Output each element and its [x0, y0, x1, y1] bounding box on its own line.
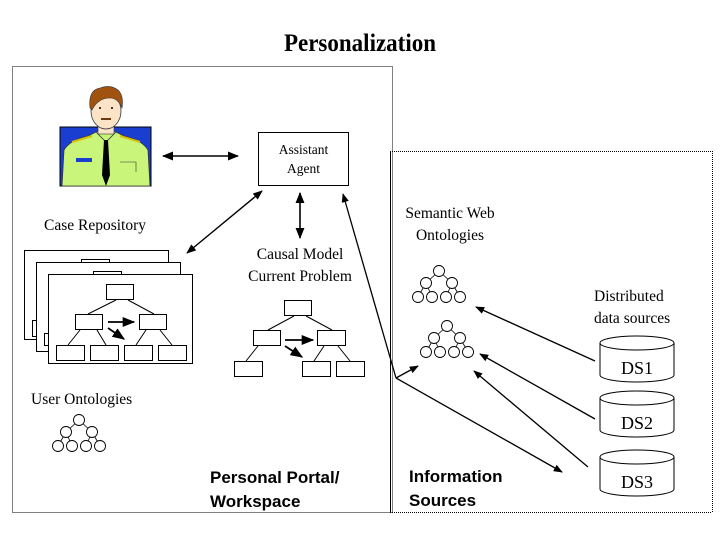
semantic-web-ontology-tree-1 [412, 265, 466, 303]
user-ontology-tree [52, 414, 106, 452]
ontology-node [434, 346, 446, 358]
causal-model-label: Causal Model Current Problem [230, 244, 370, 288]
information-sources-region [390, 151, 713, 513]
ontology-node [60, 426, 72, 438]
ds3-label: DS3 [620, 472, 653, 492]
causal-model-tree [234, 300, 365, 377]
arrow-ds3-to-ontology [473, 370, 589, 468]
cylinder-body [599, 457, 675, 497]
arrow-junction-to-ontology [395, 365, 419, 379]
assistant-agent-line2: Agent [287, 161, 320, 176]
cylinder-top [599, 335, 675, 351]
semantic-web-line1: Semantic Web [405, 205, 495, 222]
assistant-agent-line1: Assistant [278, 142, 329, 157]
ontology-node [426, 291, 438, 303]
distributed-line2: data sources [594, 310, 671, 327]
causal-model-line1: Causal Model [256, 246, 344, 263]
causal-model-line2: Current Problem [248, 268, 352, 285]
data-source-cylinder-ds1[interactable] [599, 335, 675, 383]
ds2-label: DS2 [620, 413, 653, 433]
ontology-node [66, 440, 78, 452]
data-source-cylinder-ds2[interactable] [599, 390, 675, 438]
semantic-web-label: Semantic Web Ontologies [392, 203, 508, 247]
arrow-ds2-to-ontology [479, 353, 596, 420]
personal-portal-line1: Personal Portal/ [210, 468, 340, 487]
information-sources-label: Information Sources [409, 465, 503, 513]
ontology-node [420, 346, 432, 358]
ontology-node [440, 291, 452, 303]
ontology-node [454, 332, 466, 344]
arrow-sources-to-agent [341, 193, 397, 379]
ontology-node [73, 414, 85, 426]
arrow-junction-to-ds3 [395, 377, 563, 473]
cylinder-top [599, 449, 675, 465]
case-repository-label: Case Repository [44, 217, 147, 234]
ontology-node [80, 440, 92, 452]
ontology-node [433, 265, 445, 277]
ontology-node [412, 291, 424, 303]
personal-portal-region [12, 66, 393, 513]
ontology-node [454, 291, 466, 303]
case-repository-stack [24, 250, 193, 364]
ontology-node [52, 440, 64, 452]
diagram-title: Personalization [283, 30, 437, 57]
arrow-agent-case-repository [186, 190, 263, 254]
ontology-node [420, 277, 432, 289]
ontology-node [462, 346, 474, 358]
ontology-node [441, 320, 453, 332]
cylinder-body [599, 343, 675, 383]
personal-portal-line2: Workspace [210, 492, 301, 511]
distributed-line1: Distributed [594, 288, 664, 305]
information-sources-line1: Information [409, 467, 503, 486]
distributed-label: Distributed data sources [594, 286, 670, 330]
user-ontologies-label: User Ontologies [31, 391, 133, 408]
cylinder-top [599, 390, 675, 406]
information-sources-line2: Sources [409, 491, 477, 510]
personal-portal-label: Personal Portal/ Workspace [210, 466, 339, 514]
user-avatar-icon [59, 86, 152, 187]
ontology-node [86, 426, 98, 438]
assistant-agent-box[interactable]: Assistant Agent [258, 132, 349, 186]
semantic-web-line2: Ontologies [415, 227, 485, 244]
ontology-node [428, 332, 440, 344]
data-source-cylinder-ds3[interactable] [599, 449, 675, 497]
ontology-node [448, 346, 460, 358]
ds1-label: DS1 [620, 358, 653, 378]
arrow-ds1-to-ontology [475, 306, 596, 362]
cylinder-body [599, 398, 675, 438]
ontology-node [94, 440, 106, 452]
semantic-web-ontology-tree-2 [420, 320, 474, 358]
ontology-node [446, 277, 458, 289]
